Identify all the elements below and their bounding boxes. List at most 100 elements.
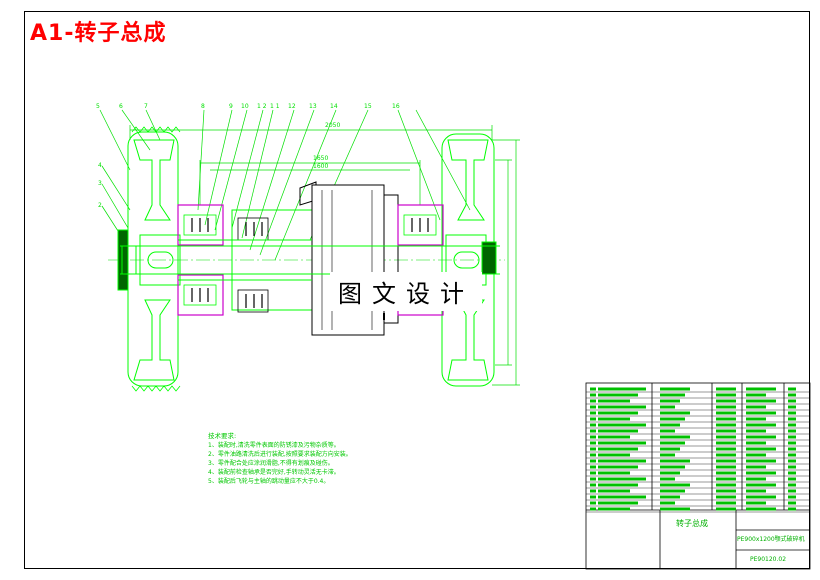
parts-row-entry (590, 393, 596, 397)
parts-row-entry (590, 387, 596, 391)
parts-row-entry (590, 435, 596, 439)
eccentric-shaft (231, 181, 399, 336)
parts-row-entry (788, 429, 796, 433)
parts-row-entry (660, 429, 675, 433)
dimension-lines (129, 125, 520, 386)
parts-row-entry (598, 501, 638, 505)
title-block-drawing-no: PE90120.02 (750, 556, 787, 563)
right-flywheel (441, 133, 497, 387)
parts-row-entry (660, 471, 680, 475)
parts-row-entry (746, 483, 776, 487)
parts-row-entry (590, 507, 596, 511)
parts-row-entry (716, 459, 736, 463)
parts-row-entry (590, 405, 596, 409)
part-no: 1 2 (257, 103, 267, 110)
dimension-labels: 2050 1650 1600 (313, 122, 340, 170)
parts-row-entry (660, 423, 680, 427)
parts-row-entry (716, 507, 736, 511)
parts-row-entry (788, 417, 796, 421)
parts-row-entry (660, 465, 685, 469)
parts-row-entry (660, 399, 680, 403)
parts-row-entry (746, 435, 776, 439)
part-no: 16 (392, 103, 400, 110)
parts-row-entry (788, 471, 796, 475)
part-no: 4 (98, 162, 102, 169)
note-line: 4、装配前检查轴承是否完好,手转动灵活无卡滞。 (208, 469, 340, 476)
parts-row-entry (716, 477, 736, 481)
parts-row-entry (746, 423, 776, 427)
parts-row-entry (788, 483, 796, 487)
parts-row-entry (746, 399, 776, 403)
parts-row-entry (746, 393, 766, 397)
parts-row-entry (716, 501, 736, 505)
parts-row-entry (716, 489, 736, 493)
parts-row-entry (746, 465, 766, 469)
technical-notes: 技术要求: 1、装配时,清洗零件表面的防锈漆及污物杂质等。 2、零件油路清洗后进… (208, 432, 508, 486)
parts-row-entry (598, 459, 646, 463)
parts-row-entry (746, 501, 766, 505)
parts-row-entry (598, 423, 646, 427)
parts-row-entry (660, 453, 675, 457)
parts-row-entry (716, 399, 736, 403)
parts-row-entry (660, 411, 690, 415)
parts-row-entry (598, 477, 646, 481)
parts-row-entry (788, 423, 796, 427)
part-number-labels: 5 6 7 8 9 10 1 2 1 1 12 13 14 15 16 4 3 … (96, 103, 400, 209)
parts-row-entry (788, 501, 796, 505)
parts-row-entry (660, 435, 690, 439)
parts-row-entry (598, 441, 646, 445)
dim-inner: 1600 (313, 163, 328, 170)
parts-row-entry (788, 393, 796, 397)
parts-row-entry (590, 495, 596, 499)
parts-row-entry (746, 405, 766, 409)
parts-row-entry (746, 471, 776, 475)
parts-row-entry (598, 393, 638, 397)
part-no: 14 (330, 103, 338, 110)
parts-row-entry (716, 483, 736, 487)
parts-row-entry (660, 417, 685, 421)
title-block-name: 转子总成 (676, 519, 708, 528)
left-bearing (177, 204, 224, 316)
drawing-title: A1-转子总成 (30, 21, 167, 46)
parts-row-entry (746, 447, 776, 451)
part-no: 9 (229, 103, 233, 110)
parts-row-entry (598, 453, 630, 457)
parts-row-entry (716, 447, 736, 451)
parts-row-entry (788, 447, 796, 451)
left-flywheel (117, 126, 181, 392)
part-no: 12 (288, 103, 296, 110)
parts-row-entry (590, 501, 596, 505)
parts-row-entry (788, 477, 796, 481)
note-line: 2、零件油路清洗后进行装配,按照要求装配方向安装。 (208, 451, 352, 458)
part-no: 10 (241, 103, 249, 110)
parts-row-entry (590, 447, 596, 451)
parts-row-entry (598, 405, 646, 409)
parts-row-entry (660, 387, 690, 391)
parts-row-entry (598, 435, 630, 439)
parts-row-entry (660, 477, 675, 481)
parts-row-entry (788, 435, 796, 439)
parts-row-entry (590, 471, 596, 475)
parts-row-entry (590, 417, 596, 421)
part-no: 1 1 (270, 103, 280, 110)
parts-row-entry (746, 453, 766, 457)
parts-row-entry (788, 495, 796, 499)
parts-row-entry (660, 483, 690, 487)
title-block-project: PE900x1200颚式破碎机 (737, 536, 805, 543)
parts-row-entry (788, 489, 796, 493)
note-line: 1、装配时,清洗零件表面的防锈漆及污物杂质等。 (208, 442, 340, 449)
part-no: 7 (144, 103, 148, 110)
parts-row-entry (788, 507, 796, 511)
parts-row-entry (746, 477, 766, 481)
parts-row-entry (716, 423, 736, 427)
parts-row-entry (788, 411, 796, 415)
parts-row-entry (716, 495, 736, 499)
dim-mid: 1650 (313, 155, 328, 162)
parts-row-entry (788, 405, 796, 409)
parts-row-entry (660, 507, 690, 511)
part-no: 2 (98, 202, 102, 209)
parts-row-entry (590, 477, 596, 481)
parts-row-entry (598, 417, 630, 421)
title-block-rows (586, 391, 810, 513)
parts-row-entry (590, 465, 596, 469)
